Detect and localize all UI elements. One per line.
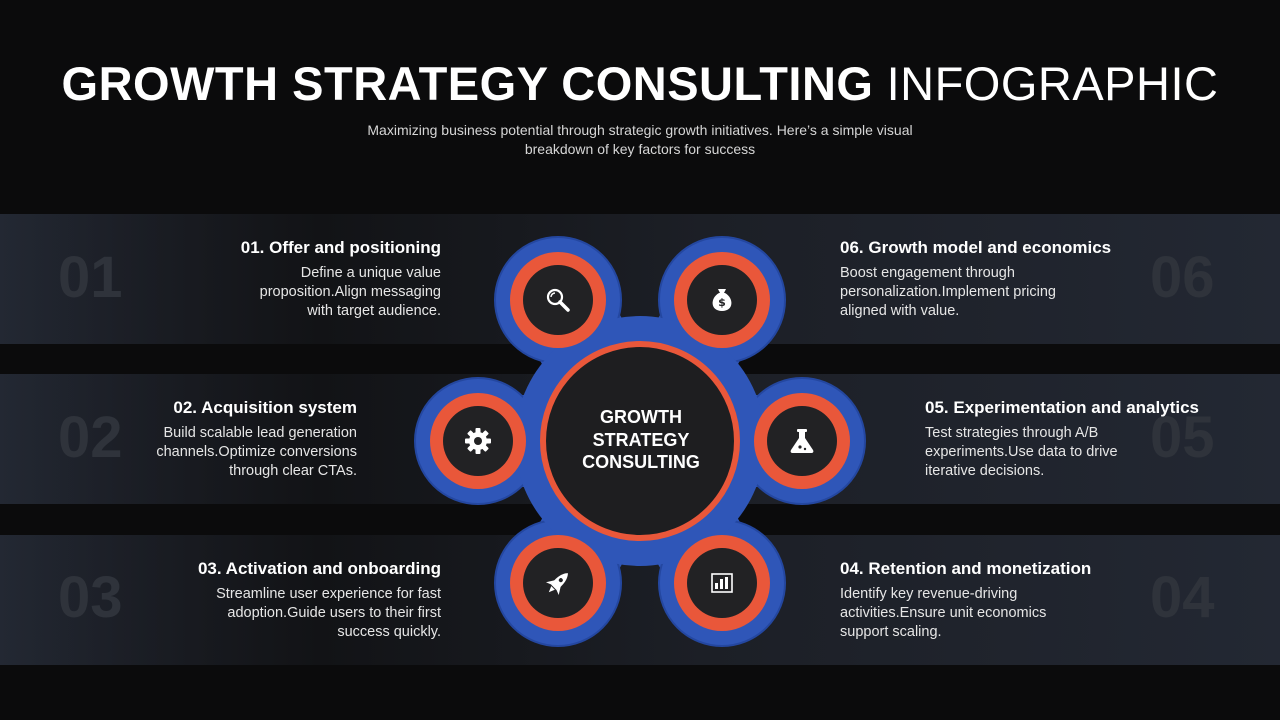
center-line-1: GROWTH <box>600 407 682 427</box>
item-02-line: Build scalable lead generation <box>163 425 357 441</box>
item-01: 01. Offer and positioning Define a uniqu… <box>181 238 441 321</box>
item-01-title: 01. Offer and positioning <box>240 238 441 257</box>
item-02-title: 02. Acquisition system <box>173 398 357 417</box>
big-number-04: 04 <box>1150 565 1215 630</box>
item-05-title: 05. Experimentation and analytics <box>925 398 1199 417</box>
item-01-line: with target audience. <box>307 303 441 319</box>
item-06-title: 06. Growth model and economics <box>840 238 1112 257</box>
item-03-line: adoption.Guide users to their first <box>227 605 441 621</box>
center-label: GROWTH STRATEGY CONSULTING <box>563 406 719 474</box>
item-04-text: Identify key revenue-driving activities.… <box>840 585 1100 642</box>
item-06-line: Boost engagement through <box>840 265 1015 281</box>
item-05-text: Test strategies through A/B experiments.… <box>925 424 1185 481</box>
item-02-line: channels.Optimize conversions <box>156 444 357 460</box>
item-04-line: activities.Ensure unit economics <box>840 605 1047 621</box>
bar-chart-icon <box>711 573 733 593</box>
flask-icon <box>790 429 814 453</box>
item-02-text: Build scalable lead generation channels.… <box>97 424 357 481</box>
page-subtitle: Maximizing business potential through st… <box>330 121 950 159</box>
item-06: 06. Growth model and economics Boost eng… <box>840 238 1112 321</box>
subtitle-line-1: Maximizing business potential through st… <box>367 122 913 138</box>
subtitle-line-2: breakdown of key factors for success <box>524 141 756 157</box>
item-01-line: Define a unique value <box>300 265 441 281</box>
item-06-line: aligned with value. <box>840 303 960 319</box>
center-line-2: STRATEGY <box>592 429 690 450</box>
item-01-text: Define a unique value proposition.Align … <box>181 264 441 321</box>
item-02: 02. Acquisition system Build scalable le… <box>97 398 357 481</box>
money-bag-icon: $ <box>712 289 732 311</box>
item-05-line: iterative decisions. <box>925 463 1045 479</box>
big-number-06: 06 <box>1150 245 1215 310</box>
item-03-title: 03. Activation and onboarding <box>197 559 441 578</box>
center-disc <box>540 341 740 541</box>
item-03-line: Streamline user experience for fast <box>216 586 441 602</box>
page-title: GROWTH STRATEGY CONSULTING INFOGRAPHIC <box>0 56 1280 112</box>
magnifier-icon <box>546 288 570 312</box>
item-01-line: proposition.Align messaging <box>259 284 441 300</box>
big-number-02: 02 <box>58 405 123 470</box>
item-02-line: through clear CTAs. <box>229 463 357 479</box>
item-05-line: experiments.Use data to drive <box>925 444 1118 460</box>
title-bold: GROWTH STRATEGY CONSULTING <box>61 57 874 110</box>
item-04-line: Identify key revenue-driving <box>840 586 1018 602</box>
center-line-3: CONSULTING <box>582 452 700 472</box>
node-01 <box>510 252 606 348</box>
rocket-icon <box>545 573 568 596</box>
item-06-text: Boost engagement through personalization… <box>840 264 1100 321</box>
gear-icon <box>465 428 491 454</box>
big-number-05: 05 <box>1150 405 1215 470</box>
title-light: INFOGRAPHIC <box>886 57 1219 110</box>
item-04-line: support scaling. <box>840 624 942 640</box>
item-04-title: 04. Retention and monetization <box>840 559 1092 578</box>
item-03: 03. Activation and onboarding Streamline… <box>181 559 441 642</box>
big-number-03: 03 <box>58 565 123 630</box>
item-05: 05. Experimentation and analytics Test s… <box>925 398 1199 481</box>
item-06-line: personalization.Implement pricing <box>840 284 1056 300</box>
big-number-01: 01 <box>58 245 123 310</box>
svg-text:$: $ <box>718 296 726 309</box>
item-04: 04. Retention and monetization Identify … <box>840 559 1100 642</box>
item-03-line: success quickly. <box>337 624 441 640</box>
item-05-line: Test strategies through A/B <box>925 425 1099 441</box>
item-03-text: Streamline user experience for fast adop… <box>181 585 441 642</box>
